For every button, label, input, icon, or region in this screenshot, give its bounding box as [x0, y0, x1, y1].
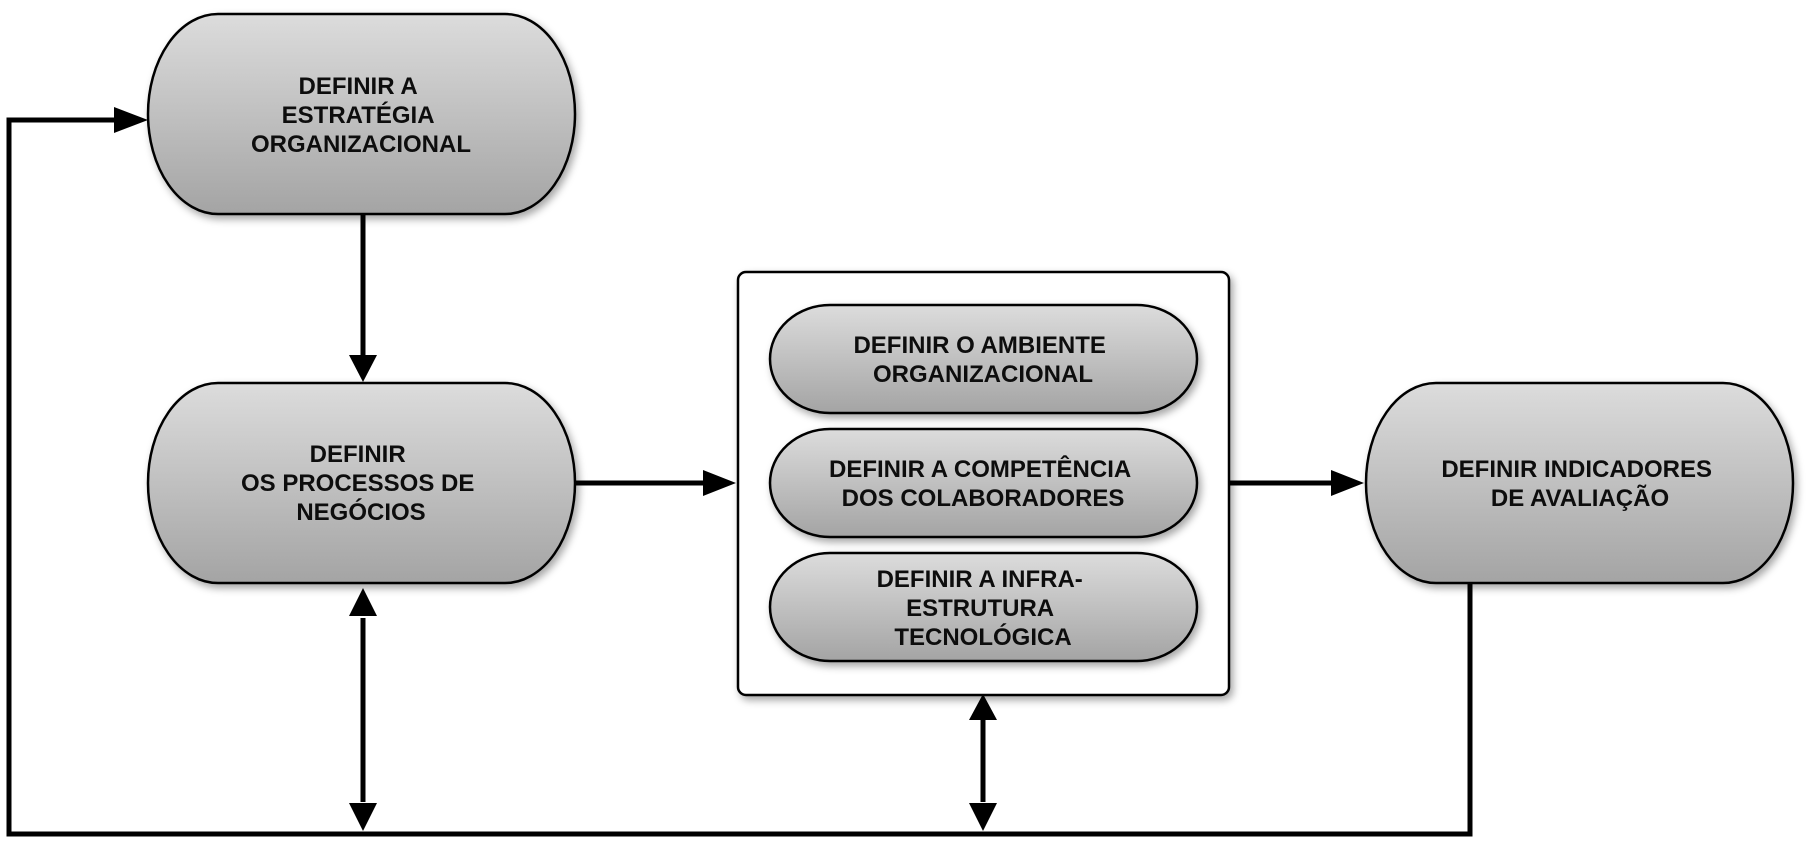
node-processes-text: DEFINIR OS PROCESSOS DE NEGÓCIOS: [241, 441, 481, 526]
node-indicators-text: DEFINIR INDICADORES DE AVALIAÇÃO: [1441, 456, 1718, 512]
arrowhead-right-group: [703, 470, 736, 496]
node-environment: DEFINIR O AMBIENTE ORGANIZACIONAL: [768, 303, 1199, 415]
connectors: [6, 117, 1473, 837]
node-competence: DEFINIR A COMPETÊNCIA DOS COLABORADORES: [768, 427, 1199, 539]
arrow-heads: [114, 107, 1364, 831]
arrowhead-right-strategy: [114, 107, 148, 133]
feedback-loop-line: [6, 117, 1473, 837]
node-environment-text: DEFINIR O AMBIENTE ORGANIZACIONAL: [853, 332, 1112, 388]
node-strategy-text: DEFINIR A ESTRATÉGIA ORGANIZACIONAL: [251, 73, 471, 158]
node-processes: DEFINIR OS PROCESSOS DE NEGÓCIOS: [146, 381, 577, 585]
arrowhead-down-processes: [349, 355, 377, 382]
arrowhead-down-group-bottom: [969, 803, 997, 831]
arrowhead-right-indicators: [1331, 470, 1364, 496]
node-indicators: DEFINIR INDICADORES DE AVALIAÇÃO: [1364, 381, 1795, 585]
arrowhead-up-group: [969, 694, 997, 720]
arrowhead-down-processes-bottom: [349, 803, 377, 831]
node-infrastructure: DEFINIR A INFRA- ESTRUTURA TECNOLÓGICA: [768, 551, 1199, 663]
node-infrastructure-text: DEFINIR A INFRA- ESTRUTURA TECNOLÓGICA: [877, 566, 1090, 651]
node-strategy: DEFINIR A ESTRATÉGIA ORGANIZACIONAL: [146, 12, 577, 216]
arrowhead-up-processes: [349, 588, 377, 616]
node-competence-text: DEFINIR A COMPETÊNCIA DOS COLABORADORES: [829, 455, 1137, 512]
